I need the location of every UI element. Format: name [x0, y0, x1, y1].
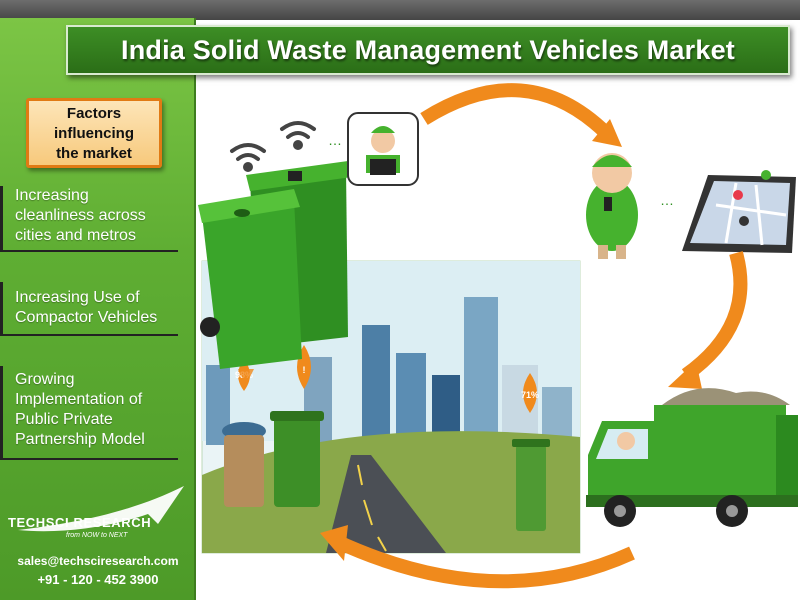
factor-line: Compactor Vehicles: [15, 309, 158, 326]
cycle-arrow-bottom: [333, 534, 635, 589]
brand-tagline: from NOW to NEXT: [66, 532, 128, 539]
map-pin-icon: [733, 190, 743, 200]
bin-wheel: [200, 317, 220, 337]
road: [326, 455, 446, 553]
techsci-logo-swoosh: [18, 486, 184, 532]
city-scene: [201, 260, 581, 554]
svg-text:!: !: [303, 365, 306, 375]
factor-line: cleanliness across: [15, 207, 146, 224]
factors-heading-line: Factors: [66, 105, 122, 122]
wifi-icon: [230, 143, 266, 172]
factors-heading-box: Factors influencing the market: [26, 98, 162, 168]
garbage-truck: [586, 388, 798, 527]
factor-cleanliness: Increasing cleanliness across cities and…: [0, 186, 178, 252]
wifi-icon: [280, 121, 316, 150]
factor-ppp-model: Growing Implementation of Public Private…: [0, 366, 178, 460]
ellipsis-dots: …: [660, 192, 674, 208]
smart-bins: [198, 161, 352, 385]
operator-at-computer: [347, 112, 419, 186]
factor-line: cities and metros: [15, 227, 136, 244]
factor-line: Increasing Use of: [15, 289, 140, 306]
contact-phone: +91 - 120 - 452 3900: [37, 572, 159, 587]
factor-line: Implementation of: [15, 391, 143, 408]
top-bar: [0, 0, 800, 20]
title-banner: India Solid Waste Management Vehicles Ma…: [66, 25, 790, 75]
factor-line: Partnership Model: [15, 431, 145, 448]
factors-heading-line: the market: [56, 145, 132, 162]
street-bin-brown: [222, 422, 266, 507]
factor-line: Increasing: [15, 187, 89, 204]
contact-email: sales@techsciresearch.com: [17, 554, 179, 568]
map-tablet: [682, 170, 796, 253]
page-title: India Solid Waste Management Vehicles Ma…: [121, 34, 735, 65]
factor-compactor-vehicles: Increasing Use of Compactor Vehicles: [0, 282, 178, 336]
waste-cycle-illustration: 98% ! 71% …: [198, 83, 798, 589]
factors-heading-line: influencing: [54, 125, 134, 142]
svg-text:71%: 71%: [521, 390, 539, 400]
factor-line: Public Private: [15, 411, 113, 428]
factor-line: Growing: [15, 371, 75, 388]
street-bin-green: [270, 411, 324, 507]
worker-with-phone: [586, 153, 638, 259]
map-pin-icon: [739, 216, 749, 226]
ellipsis-dots: …: [328, 132, 342, 148]
cycle-arrow-right: [681, 251, 748, 381]
marker-71: 71%: [521, 373, 539, 413]
cycle-arrow-top: [420, 83, 611, 139]
street-bin-right: [512, 439, 550, 531]
brand-name: TECHSCI RESEARCH: [8, 515, 152, 530]
map-pin-icon: [761, 170, 771, 180]
sensor-icon: [288, 171, 302, 181]
